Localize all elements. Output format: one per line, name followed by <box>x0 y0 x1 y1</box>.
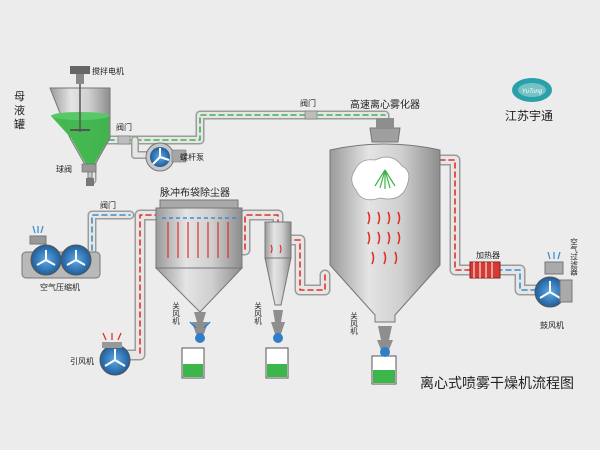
label-feed-valve: 阀门 <box>116 122 132 132</box>
feed-valve-icon[interactable] <box>117 135 131 145</box>
collector-mid <box>265 322 289 379</box>
label-atomizer: 高速离心雾化器 <box>350 98 420 111</box>
diagram-title: 离心式喷雾干燥机流程图 <box>420 375 574 392</box>
collector-left <box>181 321 211 379</box>
brand-logo: YuTong <box>512 78 552 102</box>
label-air-compressor: 空气压缩机 <box>40 282 80 292</box>
label-heater: 加热器 <box>476 250 500 260</box>
blower[interactable] <box>534 276 573 308</box>
screw-pump-icon[interactable] <box>145 142 187 172</box>
label-blower: 鼓风机 <box>540 320 564 330</box>
label-air-filter: 空气过滤器 <box>569 237 578 277</box>
air-filter <box>544 251 564 275</box>
label-drain-valve: 球阀 <box>56 164 72 174</box>
drain-valve-icon[interactable] <box>81 163 97 173</box>
bag-filter <box>154 199 244 322</box>
svg-text:YuTong: YuTong <box>522 89 543 95</box>
label-mother-liquor-2: 液 <box>14 103 25 117</box>
label-left-valve: 阀门 <box>100 200 116 210</box>
shutoff-valve-icon[interactable] <box>195 333 205 343</box>
label-top-valve: 阀门 <box>300 98 316 108</box>
air-compressor[interactable] <box>21 225 101 279</box>
label-shutoff-mid: 关风机 <box>253 301 262 326</box>
label-shutoff-left: 关风机 <box>171 301 180 326</box>
label-stirring-motor: 搅拌电机 <box>92 66 124 76</box>
top-valve-icon[interactable] <box>304 110 318 120</box>
collector-right <box>371 340 397 385</box>
drying-tower <box>329 118 441 340</box>
label-mother-liquor-1: 母 <box>14 90 25 103</box>
label-bag-filter: 脉冲布袋除尘器 <box>160 186 230 199</box>
label-mother-liquor-3: 罐 <box>14 118 25 131</box>
label-induced-fan: 引风机 <box>70 356 94 366</box>
label-screw-pump: 螺杆泵 <box>180 152 204 162</box>
brand-name: 江苏宇通 <box>505 109 553 123</box>
shutoff-valve-icon[interactable] <box>273 333 283 343</box>
mother-liquor-tank <box>49 66 111 186</box>
heater <box>469 261 501 279</box>
shutoff-valve-icon[interactable] <box>380 347 390 357</box>
cyclone-separator <box>264 221 292 322</box>
label-shutoff-right: 关风机 <box>349 311 358 336</box>
induced-fan[interactable] <box>99 332 131 376</box>
